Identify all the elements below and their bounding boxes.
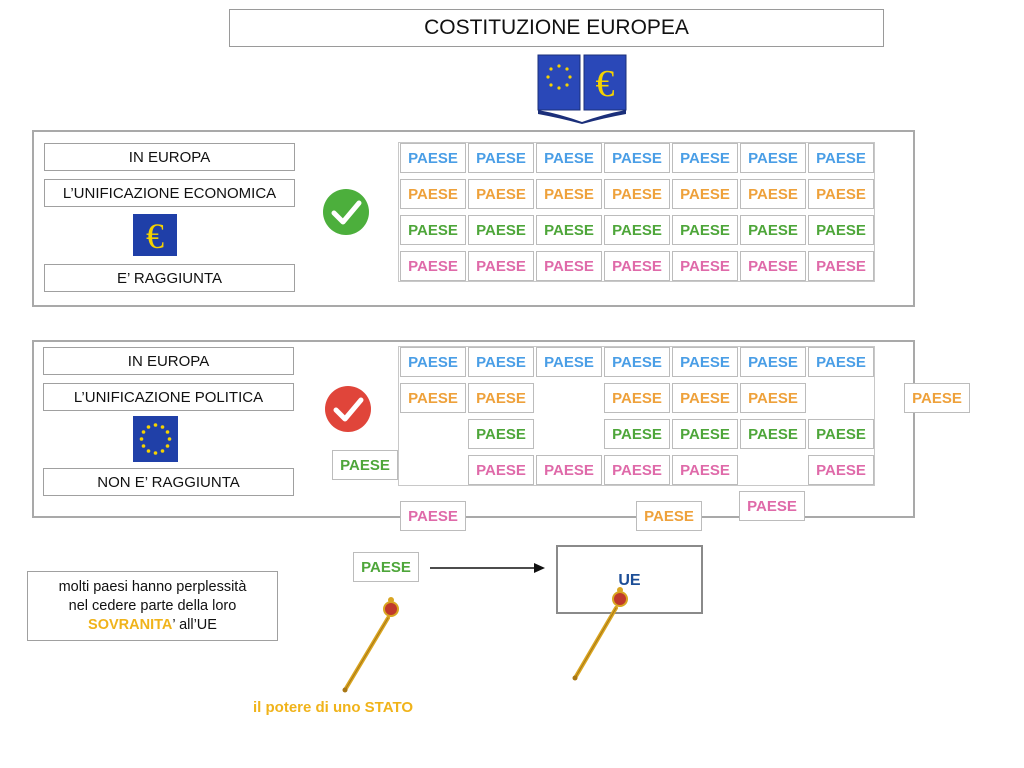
scepter-icon xyxy=(342,597,399,693)
euro-book-icon: € xyxy=(537,54,627,124)
ue-box xyxy=(556,545,703,614)
political-country-grid xyxy=(398,346,875,486)
ue-label: UE xyxy=(618,572,641,589)
political-paese-blue-2: PAESE xyxy=(468,347,534,377)
political-paese-pink-outside-1: PAESE xyxy=(400,501,466,531)
economic-paese-green-5: PAESE xyxy=(672,215,738,245)
political-paese-green-7: PAESE xyxy=(808,419,874,449)
economic-paese-pink-6: PAESE xyxy=(740,251,806,281)
political-paese-blue-4: PAESE xyxy=(604,347,670,377)
economic-paese-green-6: PAESE xyxy=(740,215,806,245)
political-paese-pink-2: PAESE xyxy=(468,455,534,485)
note-tail: ’ all’UE xyxy=(172,617,217,633)
political-paese-orange-6: PAESE xyxy=(740,383,806,413)
economic-paese-blue-6: PAESE xyxy=(740,143,806,173)
political-paese-orange-outside: PAESE xyxy=(904,383,970,413)
arrow-right-icon xyxy=(430,563,545,573)
economic-label-in-europa: IN EUROPA xyxy=(44,143,295,171)
political-paese-orange-outside-2: PAESE xyxy=(636,501,702,531)
scepter-in-ue-icon xyxy=(572,587,628,681)
paese-transfer-box: PAESE xyxy=(353,552,419,582)
political-paese-blue-6: PAESE xyxy=(740,347,806,377)
note-line-3: SOVRANITA’ all’UE xyxy=(28,616,277,635)
political-paese-green-outside: PAESE xyxy=(332,450,398,480)
political-paese-blue-7: PAESE xyxy=(808,347,874,377)
economic-label-unification: L’UNIFICAZIONE ECONOMICA xyxy=(44,179,295,207)
economic-paese-orange-1: PAESE xyxy=(400,179,466,209)
economic-paese-blue-1: PAESE xyxy=(400,143,466,173)
economic-paese-blue-4: PAESE xyxy=(604,143,670,173)
political-label-in-europa: IN EUROPA xyxy=(43,347,294,375)
political-paese-orange-5: PAESE xyxy=(672,383,738,413)
economic-country-grid xyxy=(398,142,875,282)
political-paese-pink-4: PAESE xyxy=(604,455,670,485)
economic-paese-green-4: PAESE xyxy=(604,215,670,245)
sovereignty-word: SOVRANITA xyxy=(88,617,173,633)
economic-paese-blue-5: PAESE xyxy=(672,143,738,173)
political-paese-orange-4: PAESE xyxy=(604,383,670,413)
svg-text:€: € xyxy=(146,216,164,256)
economic-paese-orange-6: PAESE xyxy=(740,179,806,209)
economic-paese-green-1: PAESE xyxy=(400,215,466,245)
sovereignty-note: molti paesi hanno perplessità nel cedere… xyxy=(27,571,278,641)
political-paese-green-2: PAESE xyxy=(468,419,534,449)
economic-paese-pink-2: PAESE xyxy=(468,251,534,281)
economic-paese-blue-7: PAESE xyxy=(808,143,874,173)
page-title: COSTITUZIONE EUROPEA xyxy=(229,9,884,47)
political-paese-pink-7: PAESE xyxy=(808,455,874,485)
political-paese-pink-3: PAESE xyxy=(536,455,602,485)
political-paese-blue-1: PAESE xyxy=(400,347,466,377)
svg-text:€: € xyxy=(596,63,615,105)
economic-paese-pink-1: PAESE xyxy=(400,251,466,281)
note-line-2: nel cedere parte della loro xyxy=(68,598,237,614)
economic-paese-green-7: PAESE xyxy=(808,215,874,245)
euro-symbol-icon: € xyxy=(133,214,177,256)
political-paese-blue-5: PAESE xyxy=(672,347,738,377)
economic-paese-pink-7: PAESE xyxy=(808,251,874,281)
political-paese-pink-outside-2: PAESE xyxy=(739,491,805,521)
economic-paese-blue-3: PAESE xyxy=(536,143,602,173)
political-paese-orange-2: PAESE xyxy=(468,383,534,413)
economic-paese-orange-3: PAESE xyxy=(536,179,602,209)
economic-paese-blue-2: PAESE xyxy=(468,143,534,173)
economic-paese-pink-4: PAESE xyxy=(604,251,670,281)
political-paese-pink-5: PAESE xyxy=(672,455,738,485)
economic-paese-pink-5: PAESE xyxy=(672,251,738,281)
economic-paese-orange-7: PAESE xyxy=(808,179,874,209)
red-checkmark-icon xyxy=(325,386,371,432)
political-paese-orange-1: PAESE xyxy=(400,383,466,413)
political-paese-green-5: PAESE xyxy=(672,419,738,449)
scepter-caption: il potere di uno STATO xyxy=(253,699,413,716)
political-paese-green-6: PAESE xyxy=(740,419,806,449)
political-paese-blue-3: PAESE xyxy=(536,347,602,377)
note-line-1: molti paesi hanno perplessità xyxy=(58,579,247,595)
political-paese-green-4: PAESE xyxy=(604,419,670,449)
political-label-not-reached: NON E’ RAGGIUNTA xyxy=(43,468,294,496)
economic-paese-orange-5: PAESE xyxy=(672,179,738,209)
economic-label-reached: E’ RAGGIUNTA xyxy=(44,264,295,292)
economic-paese-orange-2: PAESE xyxy=(468,179,534,209)
political-label-unification: L’UNIFICAZIONE POLITICA xyxy=(43,383,294,411)
green-checkmark-icon xyxy=(323,189,369,235)
eu-flag-icon xyxy=(133,416,178,462)
economic-paese-green-3: PAESE xyxy=(536,215,602,245)
economic-paese-green-2: PAESE xyxy=(468,215,534,245)
economic-paese-pink-3: PAESE xyxy=(536,251,602,281)
economic-paese-orange-4: PAESE xyxy=(604,179,670,209)
